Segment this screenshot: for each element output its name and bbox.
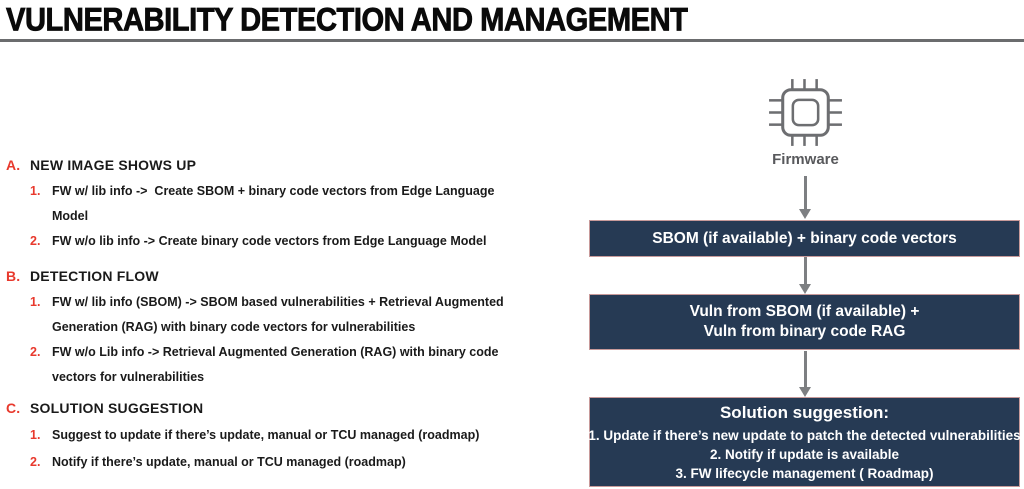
section-solution-suggestion: C. SOLUTION SUGGESTION 1. Suggest to upd… (6, 400, 526, 476)
item-number: 1. (30, 295, 41, 309)
section-items: 1. Suggest to update if there’s update, … (30, 422, 526, 476)
flow-box-text: SBOM (if available) + binary code vector… (652, 229, 957, 247)
flow-box-text: 2. Notify if update is available (709, 446, 900, 462)
item-line: FW w/ lib info (SBOM) -> SBOM based vuln… (52, 295, 504, 309)
section-heading: NEW IMAGE SHOWS UP (30, 157, 197, 173)
item-number: 1. (30, 428, 41, 442)
item-text: Notify if there’s update, manual or TCU … (52, 449, 526, 476)
outline: A. NEW IMAGE SHOWS UP 1. FW w/ lib info … (6, 157, 526, 476)
section-detection-flow: B. DETECTION FLOW 1. FW w/ lib info (SBO… (6, 268, 526, 390)
section-items: 1. FW w/ lib info -> Create SBOM + binar… (30, 179, 526, 254)
section-letter: C. (6, 400, 21, 416)
item-line: FW w/o lib info -> Create binary code ve… (52, 234, 487, 248)
flow-box-text: 1. Update if there’s new update to patch… (588, 427, 1021, 443)
flow-box-sbom: SBOM (if available) + binary code vector… (589, 220, 1020, 257)
item-line: Generation (RAG) with binary code vector… (52, 320, 416, 334)
section-heading-row: C. SOLUTION SUGGESTION (6, 400, 526, 416)
list-item: 1. FW w/ lib info -> Create SBOM + binar… (30, 179, 526, 229)
flow-arrowhead (799, 209, 811, 219)
section-heading-row: A. NEW IMAGE SHOWS UP (6, 157, 526, 173)
chip-icon (769, 79, 842, 146)
section-letter: A. (6, 157, 21, 173)
flow-arrowhead (799, 387, 811, 397)
flow-box-text: Vuln from SBOM (if available) + (689, 303, 920, 320)
section-heading: SOLUTION SUGGESTION (30, 400, 204, 416)
flow-box-text: Vuln from binary code RAG (703, 323, 906, 340)
item-line: FW w/o Lib info -> Retrieval Augmented G… (52, 345, 499, 359)
flow-arrowhead (799, 284, 811, 294)
item-line: vectors for vulnerabilities (52, 370, 205, 384)
item-number: 1. (30, 184, 41, 198)
flow-box-text: 3. FW lifecycle management ( Roadmap) (675, 465, 934, 481)
flow-arrow (804, 176, 807, 209)
flow-box-solution: Solution suggestion: 1. Update if there’… (588, 397, 1021, 487)
section-items: 1. FW w/ lib info (SBOM) -> SBOM based v… (30, 290, 526, 390)
section-heading: DETECTION FLOW (30, 268, 159, 284)
list-item: 1. FW w/ lib info (SBOM) -> SBOM based v… (30, 290, 526, 340)
section-heading-row: B. DETECTION FLOW (6, 268, 526, 284)
item-line: Model (52, 209, 89, 223)
firmware-label: Firmware (772, 151, 839, 168)
item-text: FW w/o lib info -> Create binary code ve… (52, 229, 526, 254)
flow-box-vuln: Vuln from SBOM (if available) + Vuln fro… (589, 294, 1020, 350)
title-divider (0, 39, 1024, 42)
item-line: Notify if there’s update, manual or TCU … (52, 455, 406, 469)
item-number: 2. (30, 234, 41, 248)
item-number: 2. (30, 345, 41, 359)
flow-arrow (804, 257, 807, 284)
item-text: FW w/ lib info -> Create SBOM + binary c… (52, 179, 526, 229)
section-letter: B. (6, 268, 21, 284)
item-text: Suggest to update if there’s update, man… (52, 422, 526, 449)
flow-box-title: Solution suggestion: (719, 402, 890, 422)
list-item: 2. Notify if there’s update, manual or T… (30, 449, 526, 476)
item-line: Suggest to update if there’s update, man… (52, 428, 480, 442)
list-item: 1. Suggest to update if there’s update, … (30, 422, 526, 449)
list-item: 2. FW w/o Lib info -> Retrieval Augmente… (30, 340, 526, 390)
item-text: FW w/ lib info (SBOM) -> SBOM based vuln… (52, 290, 526, 340)
list-item: 2. FW w/o lib info -> Create binary code… (30, 229, 526, 254)
section-new-image: A. NEW IMAGE SHOWS UP 1. FW w/ lib info … (6, 157, 526, 254)
item-number: 2. (30, 455, 41, 469)
item-line: FW w/ lib info -> Create SBOM + binary c… (52, 184, 495, 198)
page-title: VULNERABILITY DETECTION AND MANAGEMENT (6, 1, 689, 39)
item-text: FW w/o Lib info -> Retrieval Augmented G… (52, 340, 526, 390)
flow-arrow (804, 351, 807, 387)
